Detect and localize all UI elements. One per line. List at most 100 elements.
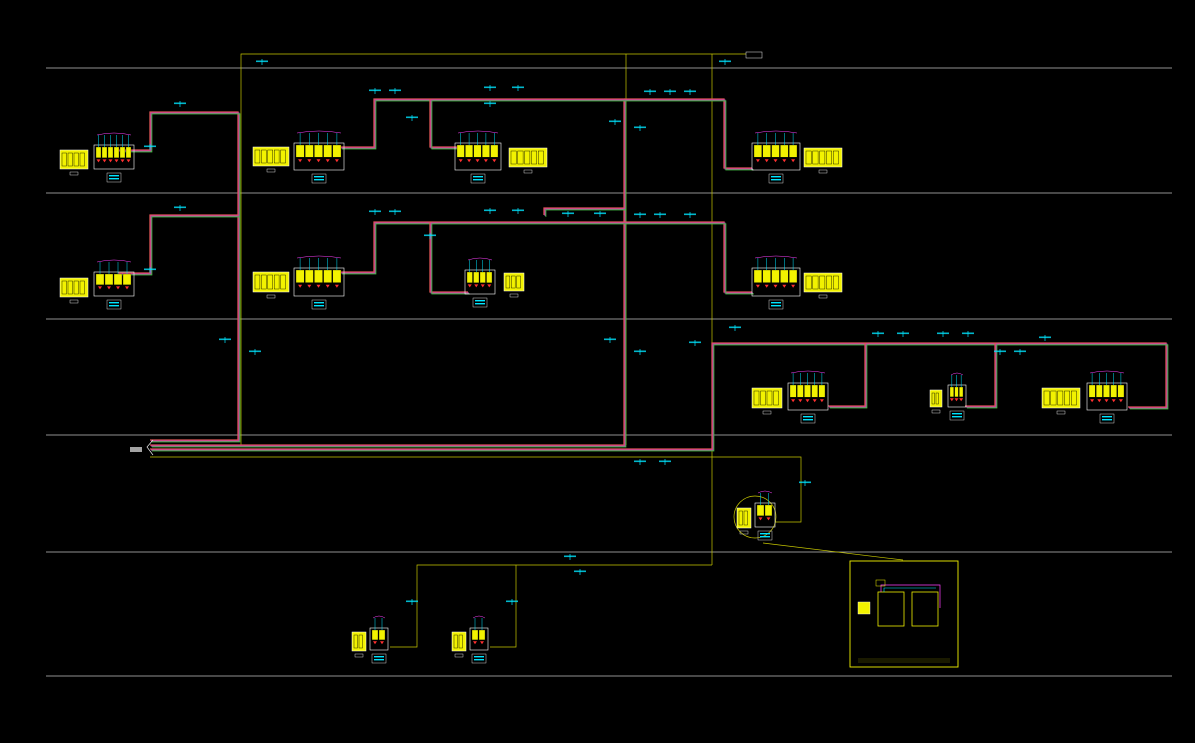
trunk-cable bbox=[829, 344, 868, 409]
panel-tag bbox=[818, 169, 828, 174]
rack-module bbox=[122, 273, 132, 285]
drop-arc bbox=[467, 257, 493, 261]
rack-label-box bbox=[768, 299, 784, 310]
riser-frame bbox=[240, 53, 746, 445]
rack-label-bar bbox=[771, 179, 781, 181]
main-rack bbox=[947, 384, 967, 408]
rack-module bbox=[780, 269, 789, 283]
side-slot bbox=[833, 150, 839, 165]
rack-module bbox=[478, 629, 486, 641]
side-slot bbox=[935, 392, 939, 405]
side-slot bbox=[254, 274, 261, 290]
panel-tag bbox=[762, 410, 772, 415]
device-symbol bbox=[773, 159, 778, 163]
side-slot bbox=[819, 150, 826, 165]
panel-tag bbox=[818, 294, 828, 299]
device-symbol bbox=[805, 399, 810, 403]
rack-label-bar bbox=[1102, 416, 1112, 418]
zoom-circle bbox=[733, 495, 777, 539]
rack-module bbox=[305, 144, 314, 158]
rack-module bbox=[465, 144, 473, 158]
rack-label-bar bbox=[952, 413, 962, 415]
side-slot bbox=[1070, 390, 1077, 406]
side-slot bbox=[61, 280, 67, 295]
rack-module bbox=[295, 269, 305, 283]
main-rack bbox=[293, 142, 345, 171]
rack-label-bar bbox=[474, 656, 484, 658]
device-symbol bbox=[1090, 399, 1095, 403]
drop-arc bbox=[372, 615, 386, 619]
device-symbol bbox=[949, 398, 954, 402]
side-slot bbox=[805, 275, 812, 290]
main-rack bbox=[93, 144, 135, 170]
rack-module bbox=[1103, 384, 1110, 398]
drop-arc bbox=[790, 370, 826, 374]
side-slot bbox=[833, 275, 839, 290]
rack-module bbox=[125, 146, 132, 158]
device-symbol bbox=[473, 641, 477, 645]
device-symbol bbox=[307, 159, 312, 163]
panel-tag bbox=[354, 653, 364, 658]
panel-tag bbox=[454, 653, 464, 658]
side-slot bbox=[760, 390, 766, 406]
tag-label bbox=[594, 212, 606, 215]
panel-group-g7 bbox=[464, 257, 525, 308]
side-slot bbox=[73, 280, 79, 295]
drop-arc bbox=[472, 615, 486, 619]
trunk-cable bbox=[340, 221, 624, 273]
rack-label-box bbox=[106, 299, 122, 310]
tag-label bbox=[684, 213, 696, 216]
rack-module bbox=[471, 629, 479, 641]
device-symbol bbox=[1118, 399, 1123, 403]
rack-module bbox=[473, 144, 482, 158]
trunk-cable bbox=[150, 98, 625, 446]
rack-module bbox=[771, 144, 780, 158]
tag-label bbox=[174, 102, 186, 105]
tag-label bbox=[937, 332, 949, 335]
riser-frames bbox=[150, 53, 904, 648]
panel-group-g8 bbox=[751, 255, 843, 310]
trunk-cable bbox=[429, 222, 468, 293]
tag-label bbox=[897, 332, 909, 335]
panel-groups bbox=[59, 130, 1128, 664]
arrow-tag bbox=[130, 447, 142, 452]
device-symbol bbox=[120, 159, 125, 163]
rack-module bbox=[1117, 384, 1125, 398]
tag-label bbox=[609, 120, 621, 123]
side-slot bbox=[261, 149, 267, 164]
rack-label-box bbox=[768, 173, 784, 184]
side-panel bbox=[1041, 387, 1081, 409]
side-slot bbox=[738, 510, 743, 526]
device-symbol bbox=[334, 159, 339, 163]
rack-label-bar bbox=[374, 659, 384, 661]
rack-label-bar bbox=[109, 175, 119, 177]
device-symbol bbox=[474, 284, 479, 288]
tag-label bbox=[256, 60, 268, 63]
side-panel bbox=[508, 147, 548, 168]
side-slot bbox=[524, 150, 531, 165]
tag-label bbox=[484, 86, 496, 89]
rack-module bbox=[119, 146, 126, 158]
rack-label-bar bbox=[475, 303, 485, 305]
device-symbol bbox=[102, 159, 107, 163]
tag-label bbox=[144, 268, 156, 271]
side-slot bbox=[517, 150, 524, 165]
side-slot bbox=[267, 274, 273, 290]
rack-module bbox=[756, 504, 765, 516]
tag-label bbox=[994, 350, 1006, 353]
device-symbol bbox=[755, 159, 760, 163]
trunk-cable bbox=[118, 215, 239, 275]
tag-label bbox=[369, 89, 381, 92]
side-slot bbox=[812, 275, 819, 290]
rack-label-bar bbox=[109, 305, 119, 307]
tag-label bbox=[484, 102, 496, 105]
rack-module bbox=[466, 271, 473, 283]
side-slot bbox=[453, 634, 458, 649]
side-slot bbox=[73, 152, 79, 167]
rack-module bbox=[1110, 384, 1117, 398]
side-slot bbox=[931, 392, 935, 405]
side-slot bbox=[67, 152, 73, 167]
device-symbol bbox=[819, 399, 824, 403]
side-slot bbox=[819, 275, 826, 290]
tag-label bbox=[562, 212, 574, 215]
